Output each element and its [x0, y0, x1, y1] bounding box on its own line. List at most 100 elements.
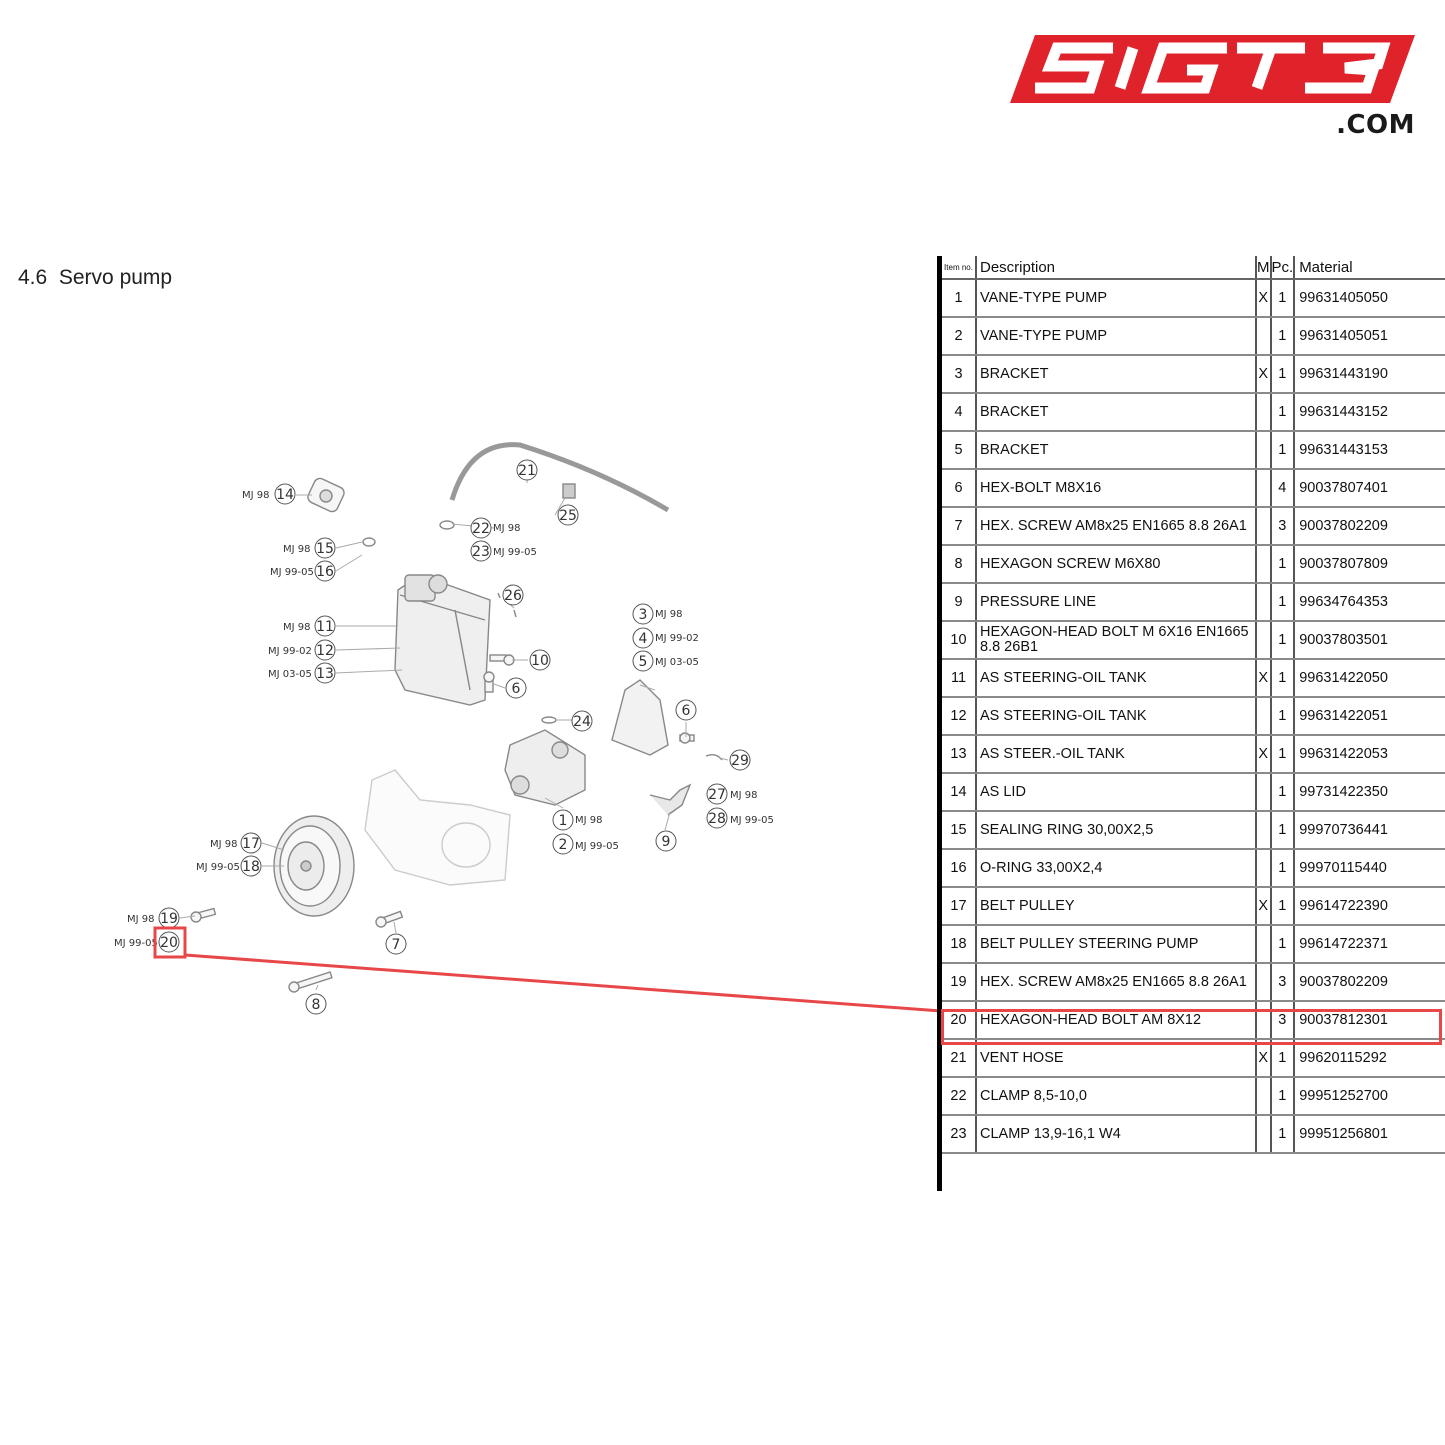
- pc-cell: 1: [1269, 735, 1295, 774]
- highlight-connector-line: [184, 953, 942, 1013]
- callout-number: 6: [512, 681, 521, 697]
- item-no-cell: 1: [942, 279, 976, 318]
- material-cell: 99614722371: [1293, 925, 1445, 964]
- m-cell: X: [1255, 887, 1271, 926]
- pc-cell: 1: [1269, 1039, 1295, 1078]
- pc-cell: 1: [1269, 925, 1295, 964]
- header-material: Material: [1293, 256, 1445, 280]
- item-no-cell: 12: [942, 697, 976, 736]
- pc-cell: 1: [1269, 545, 1295, 584]
- table-header-row: Item no. Description M Pc. Material: [942, 256, 1445, 280]
- callout-1: 1 MJ 98: [552, 809, 602, 831]
- callout-label: MJ 99-05: [196, 862, 240, 873]
- pc-cell: 1: [1269, 355, 1295, 394]
- section-title: 4.6 Servo pump: [18, 266, 172, 290]
- pc-cell: 3: [1269, 1001, 1295, 1040]
- material-cell: 90037807401: [1293, 469, 1445, 508]
- m-cell: [1255, 431, 1271, 470]
- callout-number: 16: [316, 564, 334, 580]
- pc-cell: 1: [1269, 773, 1295, 812]
- oil-tank-part: [394, 574, 491, 706]
- callout-number: 15: [316, 541, 334, 557]
- material-cell: 99631422050: [1293, 659, 1445, 698]
- callout-label: MJ 98: [575, 815, 602, 826]
- description-cell: HEXAGON SCREW M6X80: [975, 545, 1256, 584]
- pc-cell: 1: [1269, 849, 1295, 888]
- material-cell: 99631405051: [1293, 317, 1445, 356]
- pc-cell: 1: [1269, 279, 1295, 318]
- m-cell: [1255, 697, 1271, 736]
- item-no-cell: 22: [942, 1077, 976, 1116]
- material-cell: 99631443190: [1293, 355, 1445, 394]
- callout-number: 12: [316, 643, 334, 659]
- description-cell: BRACKET: [975, 393, 1256, 432]
- m-cell: [1255, 469, 1271, 508]
- callout-label: MJ 99-02: [268, 646, 312, 657]
- pc-cell: 1: [1269, 317, 1295, 356]
- pc-cell: 1: [1269, 811, 1295, 850]
- diagram-parts: [179, 442, 729, 993]
- screw-8-part: [288, 971, 333, 993]
- item-no-cell: 21: [942, 1039, 976, 1078]
- m-cell: [1255, 1001, 1271, 1040]
- m-cell: [1255, 317, 1271, 356]
- m-cell: [1255, 393, 1271, 432]
- item-no-cell: 15: [942, 811, 976, 850]
- callout-6b: 6: [675, 699, 697, 721]
- bracket-part: [611, 679, 669, 756]
- pc-cell: 1: [1269, 431, 1295, 470]
- callout-label: MJ 98: [127, 914, 154, 925]
- callout-label: MJ 98: [210, 839, 237, 850]
- item-no-cell: 17: [942, 887, 976, 926]
- callout-label: MJ 98: [493, 523, 520, 534]
- callout-label: MJ 98: [283, 544, 310, 555]
- item-no-cell: 11: [942, 659, 976, 698]
- callout-label: MJ 03-05: [655, 657, 699, 668]
- pressure-line-part: [649, 783, 692, 816]
- material-cell: 99614722390: [1293, 887, 1445, 926]
- callout-number: 23: [472, 544, 490, 560]
- callout-8: 8: [305, 993, 327, 1015]
- pc-cell: 1: [1269, 697, 1295, 736]
- description-cell: SEALING RING 30,00X2,5: [975, 811, 1256, 850]
- material-cell: 90037802209: [1293, 963, 1445, 1002]
- description-cell: HEXAGON-HEAD BOLT AM 8X12: [975, 1001, 1256, 1040]
- item-no-cell: 4: [942, 393, 976, 432]
- material-cell: 99631443152: [1293, 393, 1445, 432]
- header-m: M: [1255, 256, 1271, 280]
- engine-block-outline: [364, 769, 511, 886]
- callout-number: 3: [639, 607, 648, 623]
- item-no-cell: 14: [942, 773, 976, 812]
- description-cell: VENT HOSE: [975, 1039, 1256, 1078]
- material-cell: 99951256801: [1293, 1115, 1445, 1154]
- callout-label: MJ 99-05: [270, 567, 314, 578]
- callout-12: MJ 99-02 12: [268, 639, 336, 661]
- description-cell: PRESSURE LINE: [975, 583, 1256, 622]
- material-cell: 99731422350: [1293, 773, 1445, 812]
- callout-number: 1: [559, 813, 568, 829]
- callout-number: 27: [708, 787, 726, 803]
- callout-label: MJ 98: [655, 609, 682, 620]
- brand-logo[interactable]: .COM: [1005, 30, 1415, 150]
- callout-label: MJ 98: [283, 622, 310, 633]
- callout-number: 25: [559, 508, 577, 524]
- m-cell: [1255, 507, 1271, 546]
- material-cell: 99631405050: [1293, 279, 1445, 318]
- callout-7: 7: [385, 933, 407, 955]
- material-cell: 99631443153: [1293, 431, 1445, 470]
